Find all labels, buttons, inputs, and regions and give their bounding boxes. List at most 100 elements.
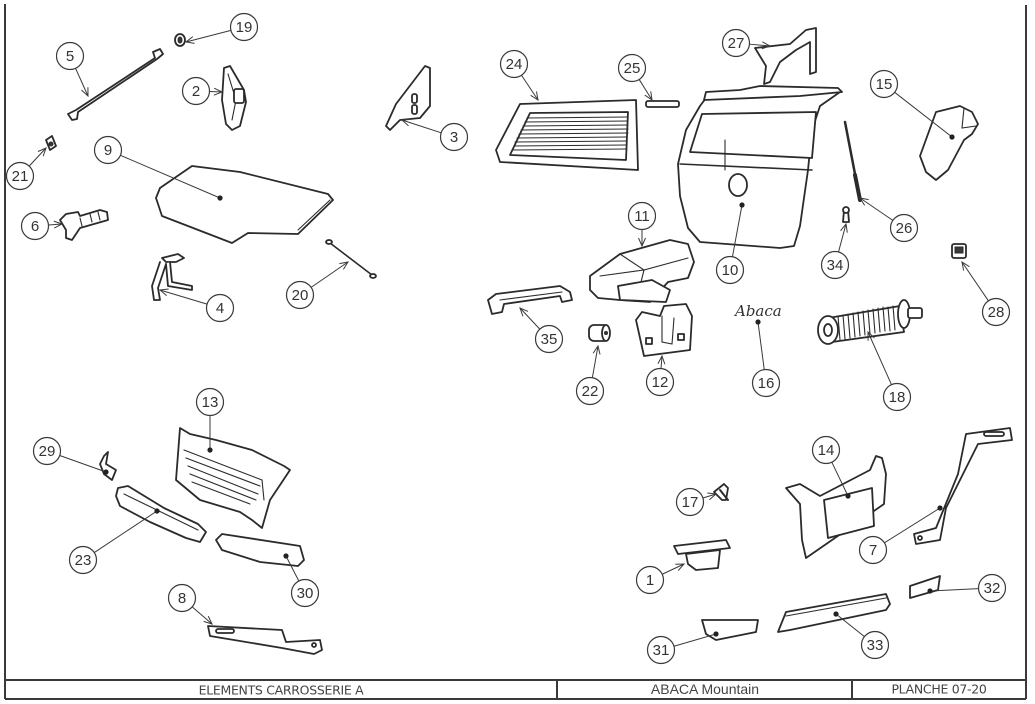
callout-21[interactable]: 21	[5, 147, 47, 191]
callout-2[interactable]: 2	[181, 76, 224, 106]
part-25-strip[interactable]	[645, 100, 680, 108]
arrowhead-icon	[519, 307, 529, 317]
part-30-bumper-end[interactable]	[215, 533, 305, 567]
leader-dot	[713, 631, 719, 637]
callout-15[interactable]: 15	[869, 69, 955, 140]
leader-dot	[739, 202, 745, 208]
part-23-front-bumper[interactable]	[115, 485, 207, 543]
leader-dot	[833, 611, 839, 617]
part-19-grommet[interactable]	[174, 33, 186, 47]
callout-32[interactable]: 32	[927, 573, 1007, 603]
callout-3[interactable]: 3	[400, 118, 469, 152]
part-15-cover[interactable]	[919, 105, 979, 181]
part-5-prop-rod[interactable]	[67, 48, 164, 121]
arrowhead-icon	[707, 492, 718, 501]
part-13-grille[interactable]	[175, 427, 291, 529]
part-35-handle[interactable]	[487, 285, 573, 315]
part-14-plate-surround[interactable]	[785, 455, 887, 559]
part-6-latch[interactable]	[59, 209, 109, 241]
part-22-bushing[interactable]	[588, 324, 611, 342]
callout-number: 22	[582, 383, 599, 400]
callout-circle	[499, 49, 529, 79]
callout-27[interactable]: 27	[721, 28, 772, 58]
callout-34[interactable]: 34	[820, 222, 850, 280]
arrowhead-icon	[203, 615, 213, 625]
leader-dot	[927, 588, 933, 594]
callout-25[interactable]: 25	[617, 53, 653, 102]
callout-1[interactable]: 1	[635, 563, 686, 595]
callout-22[interactable]: 22	[575, 344, 605, 406]
part-18-threaded-stud[interactable]	[817, 299, 923, 345]
callout-14[interactable]: 14	[811, 435, 851, 499]
part-12-striker[interactable]	[635, 303, 693, 357]
part-21-clip[interactable]	[45, 135, 57, 151]
callout-number: 15	[876, 76, 893, 93]
callout-16[interactable]: 16	[751, 319, 781, 398]
leader-dot	[949, 134, 955, 140]
part-8-bracket[interactable]	[207, 625, 323, 655]
part-17-screw[interactable]	[713, 483, 729, 501]
callout-35[interactable]: 35	[519, 307, 564, 354]
part-24-rear-window[interactable]	[495, 99, 639, 171]
callout-circle	[860, 630, 890, 660]
part-2-hinge[interactable]	[221, 65, 247, 131]
callout-6[interactable]: 6	[20, 211, 64, 241]
callout-circle	[869, 69, 899, 99]
part-29-bumper-corner[interactable]	[99, 451, 117, 481]
arrowhead-icon	[158, 288, 169, 297]
part-16-logo[interactable]: Abaca	[733, 302, 782, 320]
callout-circle	[195, 387, 225, 417]
callout-5[interactable]: 5	[55, 41, 89, 98]
callout-18[interactable]: 18	[867, 330, 912, 412]
part-32-corner-trim[interactable]	[909, 575, 941, 599]
part-27-bracket[interactable]	[754, 27, 817, 85]
leader-line	[59, 455, 107, 473]
callout-26[interactable]: 26	[858, 197, 919, 243]
callout-17[interactable]: 17	[675, 487, 718, 517]
callout-number: 29	[39, 443, 56, 460]
callout-13[interactable]: 13	[195, 387, 225, 453]
part-26-gas-strut[interactable]	[843, 120, 862, 202]
leader-line	[757, 321, 765, 370]
leader-line	[638, 79, 653, 101]
callout-circle	[534, 324, 564, 354]
part-1-lamp[interactable]	[673, 539, 731, 571]
callout-31[interactable]: 31	[646, 631, 719, 665]
callout-29[interactable]: 29	[32, 436, 109, 475]
callout-24[interactable]: 24	[499, 49, 539, 102]
callout-circle	[20, 211, 50, 241]
callout-number: 8	[178, 590, 186, 607]
callout-30[interactable]: 30	[283, 553, 320, 608]
part-10-tailgate[interactable]	[677, 85, 843, 249]
part-4-release-handle[interactable]	[151, 253, 193, 301]
callout-33[interactable]: 33	[833, 611, 890, 660]
callout-28[interactable]: 28	[961, 260, 1011, 327]
part-11-lock[interactable]	[589, 239, 695, 303]
part-28-switch[interactable]	[951, 243, 967, 259]
callout-number: 12	[652, 374, 669, 391]
callout-4[interactable]: 4	[158, 288, 235, 323]
part-34-fastener[interactable]	[842, 206, 850, 223]
part-20-cable[interactable]	[325, 239, 377, 279]
arrowhead-icon	[339, 261, 350, 270]
callout-9[interactable]: 9	[93, 135, 223, 201]
leader-line	[859, 197, 894, 221]
callout-number: 5	[66, 48, 74, 65]
callout-12[interactable]: 12	[645, 354, 675, 397]
callout-8[interactable]: 8	[167, 583, 213, 625]
callout-11[interactable]: 11	[627, 201, 657, 248]
callout-circle	[575, 376, 605, 406]
arrowhead-icon	[840, 222, 848, 233]
callout-10[interactable]: 10	[715, 202, 745, 285]
part-31-corner-trim[interactable]	[701, 619, 759, 641]
callout-number: 34	[827, 257, 844, 274]
part-3-hinge[interactable]	[385, 65, 431, 131]
callout-7[interactable]: 7	[858, 505, 943, 565]
leader-dot	[217, 195, 223, 201]
callout-19[interactable]: 19	[184, 12, 259, 44]
callout-20[interactable]: 20	[285, 261, 350, 310]
part-7-long-bracket[interactable]	[913, 427, 1013, 545]
part-9-hood-panel[interactable]	[155, 165, 334, 244]
callout-23[interactable]: 23	[68, 508, 160, 575]
